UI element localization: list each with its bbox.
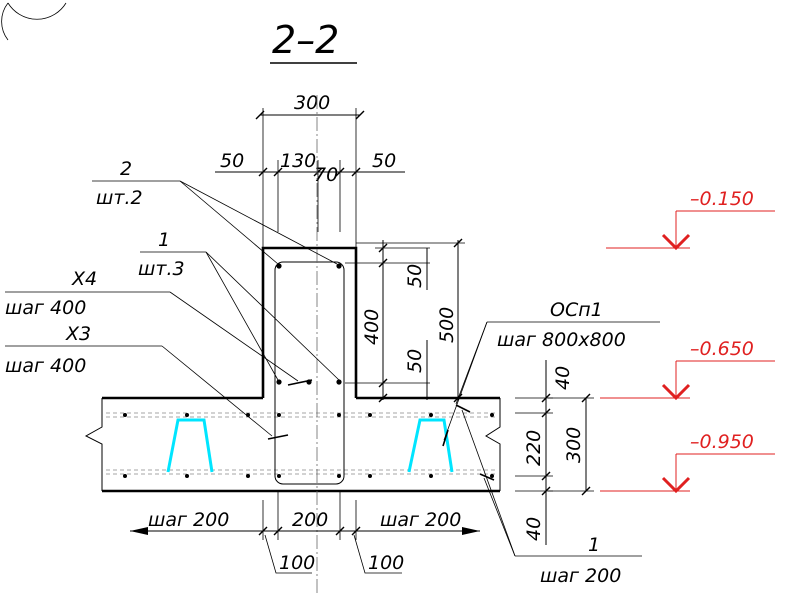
callout-1b-num: 1 <box>588 534 600 556</box>
dim-100-right: 100 <box>368 552 404 574</box>
dim-40-v-top: 40 <box>552 366 574 390</box>
callout-osp1-name: ОСп1 <box>550 299 603 321</box>
callout-x4-name: Х4 <box>71 268 97 290</box>
dim-300-top: 300 <box>294 92 330 114</box>
step-right: шаг 200 <box>380 509 461 531</box>
step-left: шаг 200 <box>148 509 229 531</box>
dim-50-v-top: 50 <box>404 264 426 288</box>
rebar-dots <box>123 263 494 478</box>
left-callouts: 2 шт.2 1 шт.3 Х4 шаг 400 Х3 шаг 400 <box>5 158 340 437</box>
dim-220-v: 220 <box>523 430 545 466</box>
dim-40-v-bot: 40 <box>523 517 545 541</box>
callout-osp1-step: шаг 800х800 <box>497 329 626 351</box>
dim-50-v-bot: 50 <box>404 349 426 373</box>
callout-x3-name: Х3 <box>65 323 91 345</box>
dim-50-left: 50 <box>220 150 244 172</box>
callout-x3-step: шаг 400 <box>5 355 86 377</box>
right-callouts: ОСп1 шаг 800х800 1 шаг 200 <box>443 299 660 587</box>
bar-strokes <box>267 379 495 481</box>
dim-100-left: 100 <box>279 552 315 574</box>
section-title: 2–2 <box>272 18 339 62</box>
callout-1-num: 1 <box>158 229 170 251</box>
callout-x4-step: шаг 400 <box>5 297 86 319</box>
callout-2-num: 2 <box>120 158 132 180</box>
beam <box>261 95 358 595</box>
dim-200-bottom: 200 <box>292 509 328 531</box>
elevation-marks: –0.150 –0.650 –0.950 <box>600 188 775 494</box>
elevation-minus-0650: –0.650 <box>690 338 754 360</box>
support-chairs <box>166 418 454 473</box>
elevation-minus-0150: –0.150 <box>690 188 754 210</box>
dim-300-v: 300 <box>563 427 585 463</box>
dim-70: 70 <box>314 164 338 186</box>
dim-50-right: 50 <box>372 150 396 172</box>
bottom-dimensions: шаг 200 200 шаг 200 100 100 <box>130 490 480 574</box>
callout-1b-step: шаг 200 <box>540 565 621 587</box>
callout-1-qty: шт.3 <box>138 258 185 280</box>
slab <box>84 396 501 493</box>
callout-2-qty: шт.2 <box>96 187 143 209</box>
top-dimensions: 300 50 130 70 50 <box>215 92 405 250</box>
elevation-minus-0950: –0.950 <box>690 431 754 453</box>
section-marker-arc <box>1 2 9 41</box>
dim-400-v: 400 <box>361 309 383 345</box>
section-marker-circle <box>7 2 67 20</box>
right-dimensions: 50 400 50 500 40 220 40 300 <box>345 238 594 545</box>
dim-500-v: 500 <box>436 307 458 343</box>
dim-130: 130 <box>280 150 316 172</box>
